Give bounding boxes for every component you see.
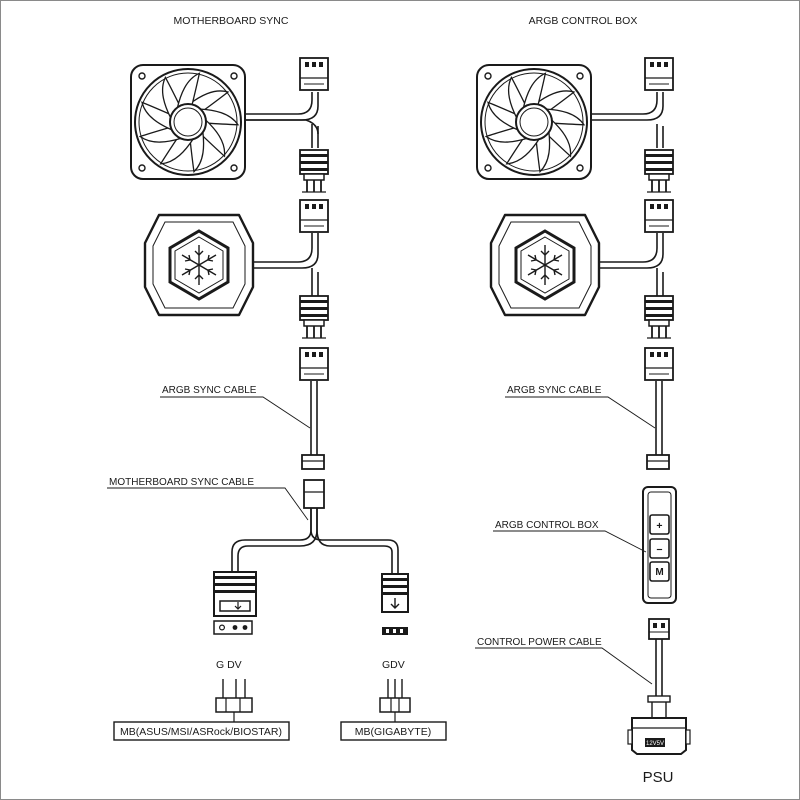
- leader-power-cable: [475, 647, 653, 685]
- right-pump-cable: [599, 233, 664, 296]
- mb-gigabyte-box: [340, 721, 447, 741]
- left-pump-bottom-connector: [299, 295, 329, 339]
- asus-argb-connector: [213, 571, 257, 617]
- left-fan-bottom-connector: [299, 149, 329, 193]
- control-box-minus-button: −: [656, 544, 662, 556]
- gigabyte-argb-connector: [381, 573, 409, 613]
- right-argb-sync-cable: [644, 347, 674, 470]
- asus-pin-labels: G DV: [216, 659, 242, 671]
- title-argb-control-box: ARGB CONTROL BOX: [529, 15, 638, 27]
- mb-asus-box: [113, 721, 290, 741]
- argb-control-box: [642, 486, 677, 604]
- control-box-mode-button: M: [655, 567, 663, 578]
- mb-gigabyte-label: MB(GIGABYTE): [355, 726, 431, 738]
- leader-argb-left: [160, 396, 311, 429]
- right-pump: [489, 213, 601, 317]
- psu-sata-connector: [627, 717, 691, 755]
- psu-voltage-plate: 12V5V: [646, 741, 664, 747]
- left-pump: [143, 213, 255, 317]
- title-motherboard-sync: MOTHERBOARD SYNC: [174, 15, 289, 27]
- mb-asus-label: MB(ASUS/MSI/ASRock/BIOSTAR): [120, 726, 282, 738]
- left-fan-top-connector: [299, 57, 329, 91]
- left-fan: [130, 64, 246, 180]
- right-fan-cable: [591, 92, 664, 148]
- left-pump-cable: [253, 233, 319, 296]
- leader-mb-sync: [107, 487, 309, 521]
- left-argb-sync-cable: [299, 347, 329, 470]
- label-argb-sync-cable-left: ARGB SYNC CABLE: [162, 385, 257, 396]
- control-box-plus-button: +: [656, 520, 662, 532]
- right-pump-top-connector: [644, 199, 674, 233]
- leader-argb-right: [505, 396, 656, 429]
- left-fan-cable: [245, 92, 319, 148]
- right-fan-top-connector: [644, 57, 674, 91]
- asus-mb-header: [215, 697, 253, 722]
- label-motherboard-sync-cable: MOTHERBOARD SYNC CABLE: [109, 477, 254, 488]
- asus-pin-header: [213, 620, 253, 635]
- psu-label: PSU: [643, 769, 674, 786]
- right-fan: [476, 64, 592, 180]
- gigabyte-mb-header: [379, 697, 411, 722]
- control-power-cable: [647, 618, 671, 718]
- right-pump-bottom-connector: [644, 295, 674, 339]
- label-argb-control-box: ARGB CONTROL BOX: [495, 520, 599, 531]
- label-control-power-cable: CONTROL POWER CABLE: [477, 637, 602, 648]
- gigabyte-pin-labels: GDV: [382, 659, 405, 671]
- right-fan-bottom-connector: [644, 149, 674, 193]
- gigabyte-pin-header: [382, 627, 408, 635]
- label-argb-sync-cable-right: ARGB SYNC CABLE: [507, 385, 602, 396]
- left-pump-top-connector: [299, 199, 329, 233]
- motherboard-sync-cable: [231, 479, 399, 574]
- leader-control-box: [493, 530, 647, 553]
